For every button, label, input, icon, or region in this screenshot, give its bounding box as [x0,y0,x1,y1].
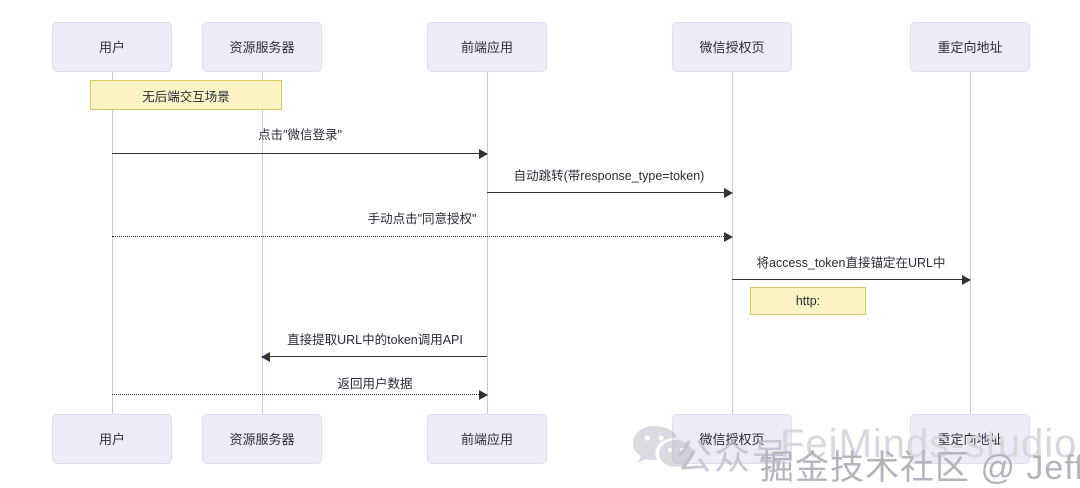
arrowhead-left-icon [261,351,270,362]
message-label-5: 直接提取URL中的token调用API [287,333,463,347]
participant-label: 前端应用 [460,39,513,55]
message-arrow-5 [261,351,487,362]
lifeline-redirect [970,72,971,414]
message-arrow-3 [112,231,733,242]
watermark-feiminds: FeiMinds-studio [780,422,1078,466]
message-line [262,356,487,357]
message-arrow-4 [732,274,971,285]
participant-label: 重定向地址 [937,431,1003,447]
lifeline-wechat-auth [732,72,733,414]
lifeline-frontend [487,72,488,414]
participant-user-top[interactable]: 用户 [52,22,172,72]
note-scenario: 无后端交互场景 [90,80,282,110]
message-line [112,153,487,154]
arrowhead-right-icon [479,389,488,400]
participant-frontend-top[interactable]: 前端应用 [427,22,547,72]
participant-resource-top[interactable]: 资源服务器 [202,22,322,72]
watermark-gongzhonghao: 公众号 [676,437,791,478]
participant-wechat-auth-top[interactable]: 微信授权页 [672,22,792,72]
message-line [487,192,732,193]
participant-user-bottom[interactable]: 用户 [52,414,172,464]
participant-redirect-bottom[interactable]: 重定向地址 [910,414,1030,464]
message-line [732,279,970,280]
arrowhead-right-icon [962,274,971,285]
lifeline-resource [262,72,263,414]
wechat-logo-icon [632,424,694,475]
message-label-6: 返回用户数据 [337,377,413,391]
message-label-3: 手动点击"同意授权" [367,212,477,226]
message-arrow-1 [112,148,488,159]
participant-label: 重定向地址 [937,39,1003,55]
note-label: 无后端交互场景 [142,89,230,104]
participant-label: 资源服务器 [229,39,295,55]
participant-resource-bottom[interactable]: 资源服务器 [202,414,322,464]
watermark-juejin: 掘金技术社区 @ Jeffray [760,449,1080,487]
participant-label: 前端应用 [460,431,513,447]
participant-label: 微信授权页 [699,39,765,55]
note-label: http: [795,294,821,308]
participant-label: 用户 [98,431,125,447]
message-arrow-6 [112,389,488,400]
message-line [112,236,732,237]
message-label-4: 将access_token直接锚定在URL中 [756,256,946,270]
message-label-2: 自动跳转(带response_type=token) [513,169,705,183]
participant-label: 资源服务器 [229,431,295,447]
participant-label: 微信授权页 [699,431,765,447]
arrowhead-right-icon [724,231,733,242]
arrowhead-right-icon [724,187,733,198]
message-line [112,394,487,395]
lifeline-user [112,72,113,414]
note-http: http: [750,287,866,315]
message-label-1: 点击"微信登录" [258,128,342,142]
participant-frontend-bottom[interactable]: 前端应用 [427,414,547,464]
arrowhead-right-icon [479,148,488,159]
message-arrow-2 [487,187,733,198]
participant-redirect-top[interactable]: 重定向地址 [910,22,1030,72]
participant-label: 用户 [98,39,125,55]
